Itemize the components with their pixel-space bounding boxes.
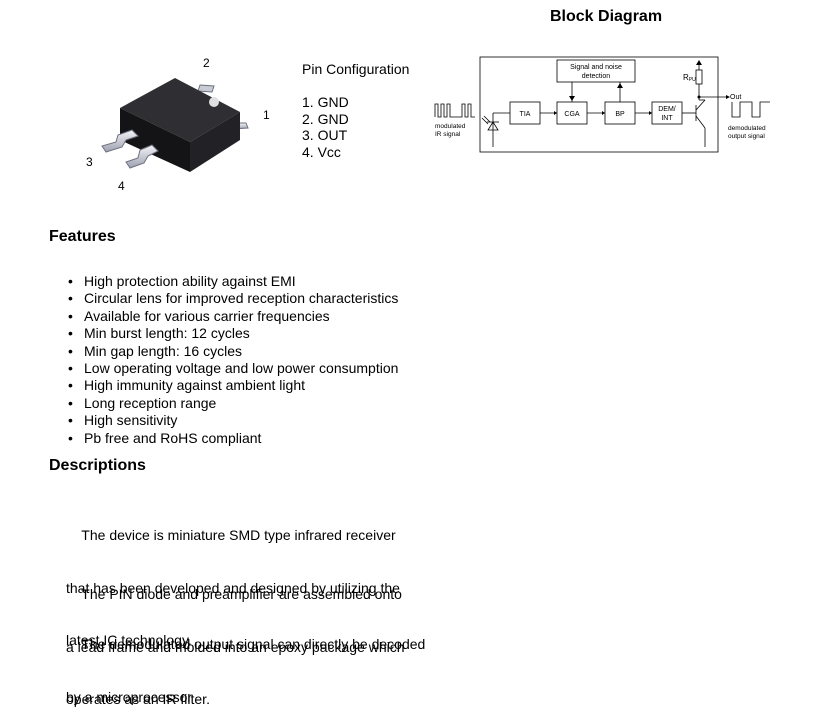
demint-label-line1: DEM/ [658,106,676,113]
description-line: that has been developed and designed by … [66,579,400,596]
rpu-label: RPU [683,73,696,83]
detection-label-line1: Signal and noise [570,64,622,71]
out-label: Out [730,94,741,101]
description-paragraph-1: The device is miniature SMD type infrare… [66,491,400,667]
demint-label-line2: INT [661,115,673,122]
pin-config-title: Pin Configuration [302,61,410,77]
package-front [120,108,190,172]
block-diagram: Signal and noise detection TIA CGA BP DE… [434,56,770,153]
description-line: by a microprocessor [66,688,193,705]
feature-item: Min burst length: 12 cycles [68,325,398,343]
pin-number-1: 1 [263,108,270,122]
description-line: The device is miniature SMD type infrare… [66,527,396,543]
pin-2-lead [197,84,215,93]
package-top [120,78,240,142]
modulated-label-line1: modulated [435,123,466,130]
descriptions-heading: Descriptions [49,457,146,474]
demodulated-label-line2: output signal [728,133,765,140]
package-illustration [101,78,249,172]
pin-number-3: 3 [86,155,93,169]
feature-item: High immunity against ambient light [68,377,398,395]
features-heading: Features [49,228,116,245]
package-side [190,112,240,172]
bp-label: BP [615,111,625,118]
pin-4-lead [125,144,159,169]
feature-item: Pb free and RoHS compliant [68,430,398,448]
feature-item: Min gap length: 16 cycles [68,343,398,361]
pin-entry: 4. Vcc [302,143,341,160]
feature-item: High protection ability against EMI [68,273,398,291]
description-paragraph-3: The demodulated output signal can direct… [66,600,425,723]
demodulated-label-line1: demodulated [728,125,766,132]
block-diagram-title: Block Diagram [550,8,663,25]
feature-item: Available for various carrier frequencie… [68,308,398,326]
ic-frame [479,56,719,153]
pin-1-marker [209,97,219,107]
pin-number-2: 2 [203,56,210,70]
pin-3-lead [101,129,139,153]
pin-entry: 3. OUT [302,127,348,143]
detection-block [556,59,636,83]
pin-config-list: 1. GND 2. GND 3. OUT 4. Vcc [302,94,349,160]
features-list: High protection ability against EMI Circ… [68,273,398,447]
feature-item: Low operating voltage and low power cons… [68,360,398,378]
cga-label: CGA [564,111,580,118]
description-line: The demodulated output signal can direct… [66,636,426,652]
pin-number-4: 4 [118,179,125,193]
feature-item: High sensitivity [68,412,398,430]
pin-entry: 2. GND [302,110,349,127]
tia-label: TIA [520,111,531,118]
modulated-label-line2: IR signal [435,131,461,138]
description-line: latest IC technology. [66,632,192,649]
feature-item: Long reception range [68,395,398,413]
pin-entry: 1. GND [302,94,349,110]
pullup-resistor [695,69,703,85]
description-line: The PIN diode and preamplifier are assem… [66,586,402,602]
detection-label-line2: detection [582,73,611,80]
feature-item: Circular lens for improved reception cha… [68,290,398,308]
